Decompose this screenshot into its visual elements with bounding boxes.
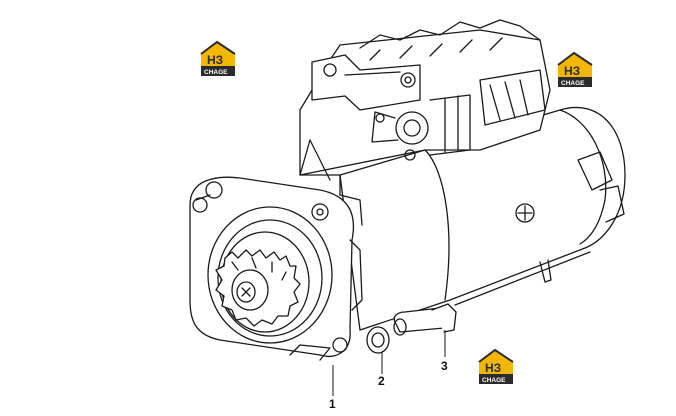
housing-screw [515,203,535,223]
callout-number-3: 3 [441,359,448,373]
terminal-bracket [311,54,421,111]
watermark-logo-3: НЗ CHAGE [478,348,514,384]
motor-housing [339,106,626,331]
callout-number-2: 2 [378,374,385,388]
logo-brand: НЗ [207,53,223,67]
logo-brand: НЗ [564,64,580,78]
logo-brand: НЗ [485,361,501,375]
callout-number-1: 1 [329,397,336,411]
solenoid-port [395,111,429,145]
watermark-logo-2: НЗ CHAGE [557,51,593,87]
house-logo-icon [200,40,236,76]
logo-sub: CHAGE [482,377,506,384]
bolt-part [393,303,457,336]
pinion-gear [215,249,301,327]
starter-motor-drawing [189,19,626,361]
house-logo-icon [557,51,593,87]
callout-leaders [332,330,446,396]
logo-sub: CHAGE [204,69,228,76]
house-logo-icon [478,348,514,384]
watermark-logo-1: НЗ CHAGE [200,40,236,76]
washer-part [366,326,390,354]
logo-sub: CHAGE [561,80,585,87]
